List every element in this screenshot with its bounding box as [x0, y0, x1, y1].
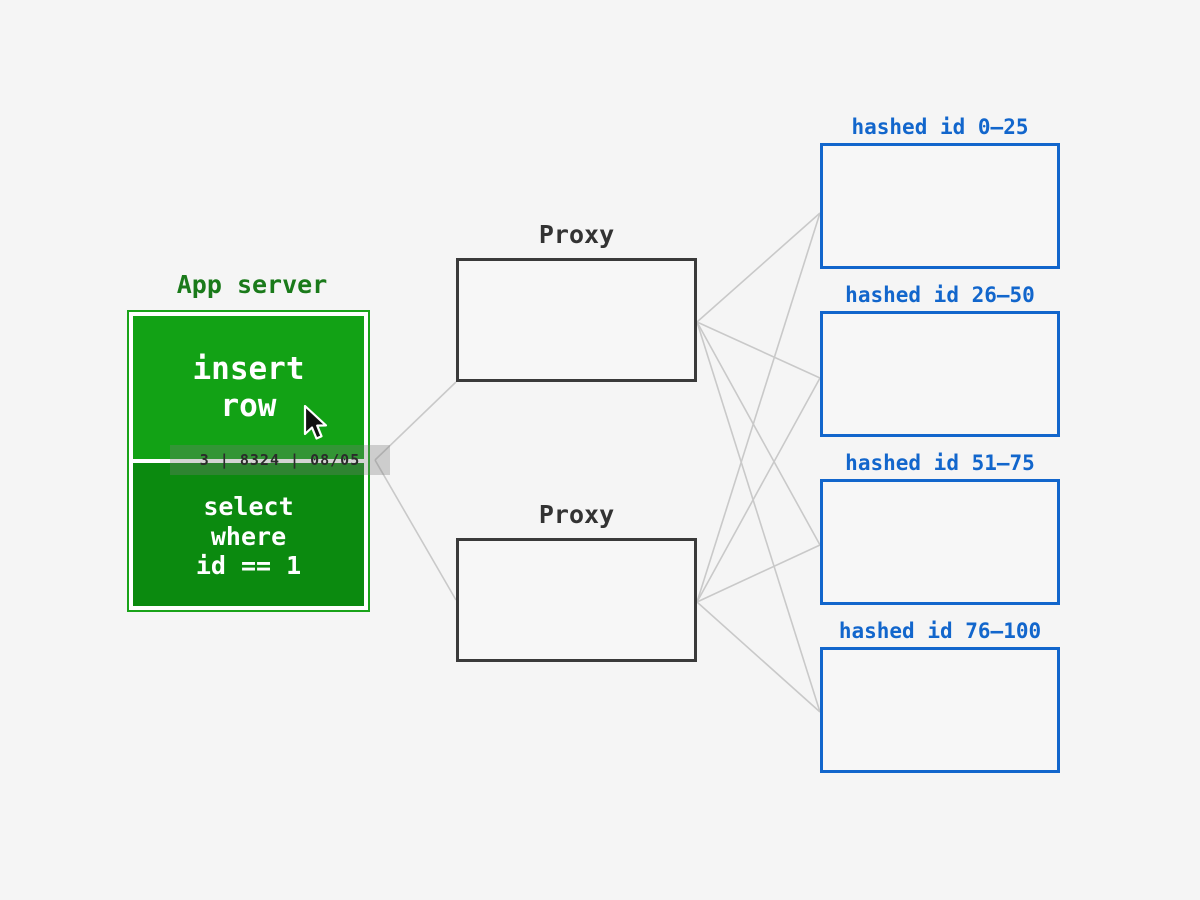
- shard-1-box[interactable]: [820, 311, 1060, 437]
- app-server-title: App server: [176, 270, 328, 299]
- wire-proxy-2-to-shard-3: [696, 601, 821, 713]
- shard-0-box[interactable]: [820, 143, 1060, 269]
- wire-proxy-1-to-shard-0: [696, 212, 821, 323]
- shard-2-box[interactable]: [820, 479, 1060, 605]
- wire-proxy-1-to-shard-2: [696, 321, 821, 546]
- app-server-select-region[interactable]: select where id == 1: [133, 463, 364, 606]
- insert-row-label: insert row: [192, 350, 305, 424]
- wire-proxy-2-to-shard-1: [696, 377, 821, 603]
- proxy-2-box[interactable]: [456, 538, 697, 662]
- select-where-label: select where id == 1: [195, 492, 302, 581]
- wire-proxy-2-to-shard-2: [696, 544, 821, 603]
- app-server-insert-region[interactable]: insert row: [133, 316, 364, 459]
- app-server-inner: insert row select where id == 1: [133, 316, 364, 606]
- shard-1-title: hashed id 26–50: [845, 283, 1035, 307]
- proxy-1-title: Proxy: [538, 220, 615, 249]
- wire-app-to-proxy-2: [374, 459, 457, 601]
- wire-proxy-1-to-shard-3: [696, 321, 821, 713]
- proxy-2-title: Proxy: [538, 500, 615, 529]
- shard-3-title: hashed id 76–100: [838, 619, 1042, 643]
- app-server-divider: [133, 459, 364, 463]
- shard-3-box[interactable]: [820, 647, 1060, 773]
- proxy-1-box[interactable]: [456, 258, 697, 382]
- wire-proxy-1-to-shard-1: [696, 321, 821, 379]
- app-server-box[interactable]: insert row select where id == 1: [127, 310, 370, 612]
- wire-app-to-proxy-1: [374, 381, 457, 461]
- shard-2-title: hashed id 51–75: [845, 451, 1035, 475]
- wire-proxy-2-to-shard-0: [696, 212, 821, 603]
- shard-0-title: hashed id 0–25: [851, 115, 1029, 139]
